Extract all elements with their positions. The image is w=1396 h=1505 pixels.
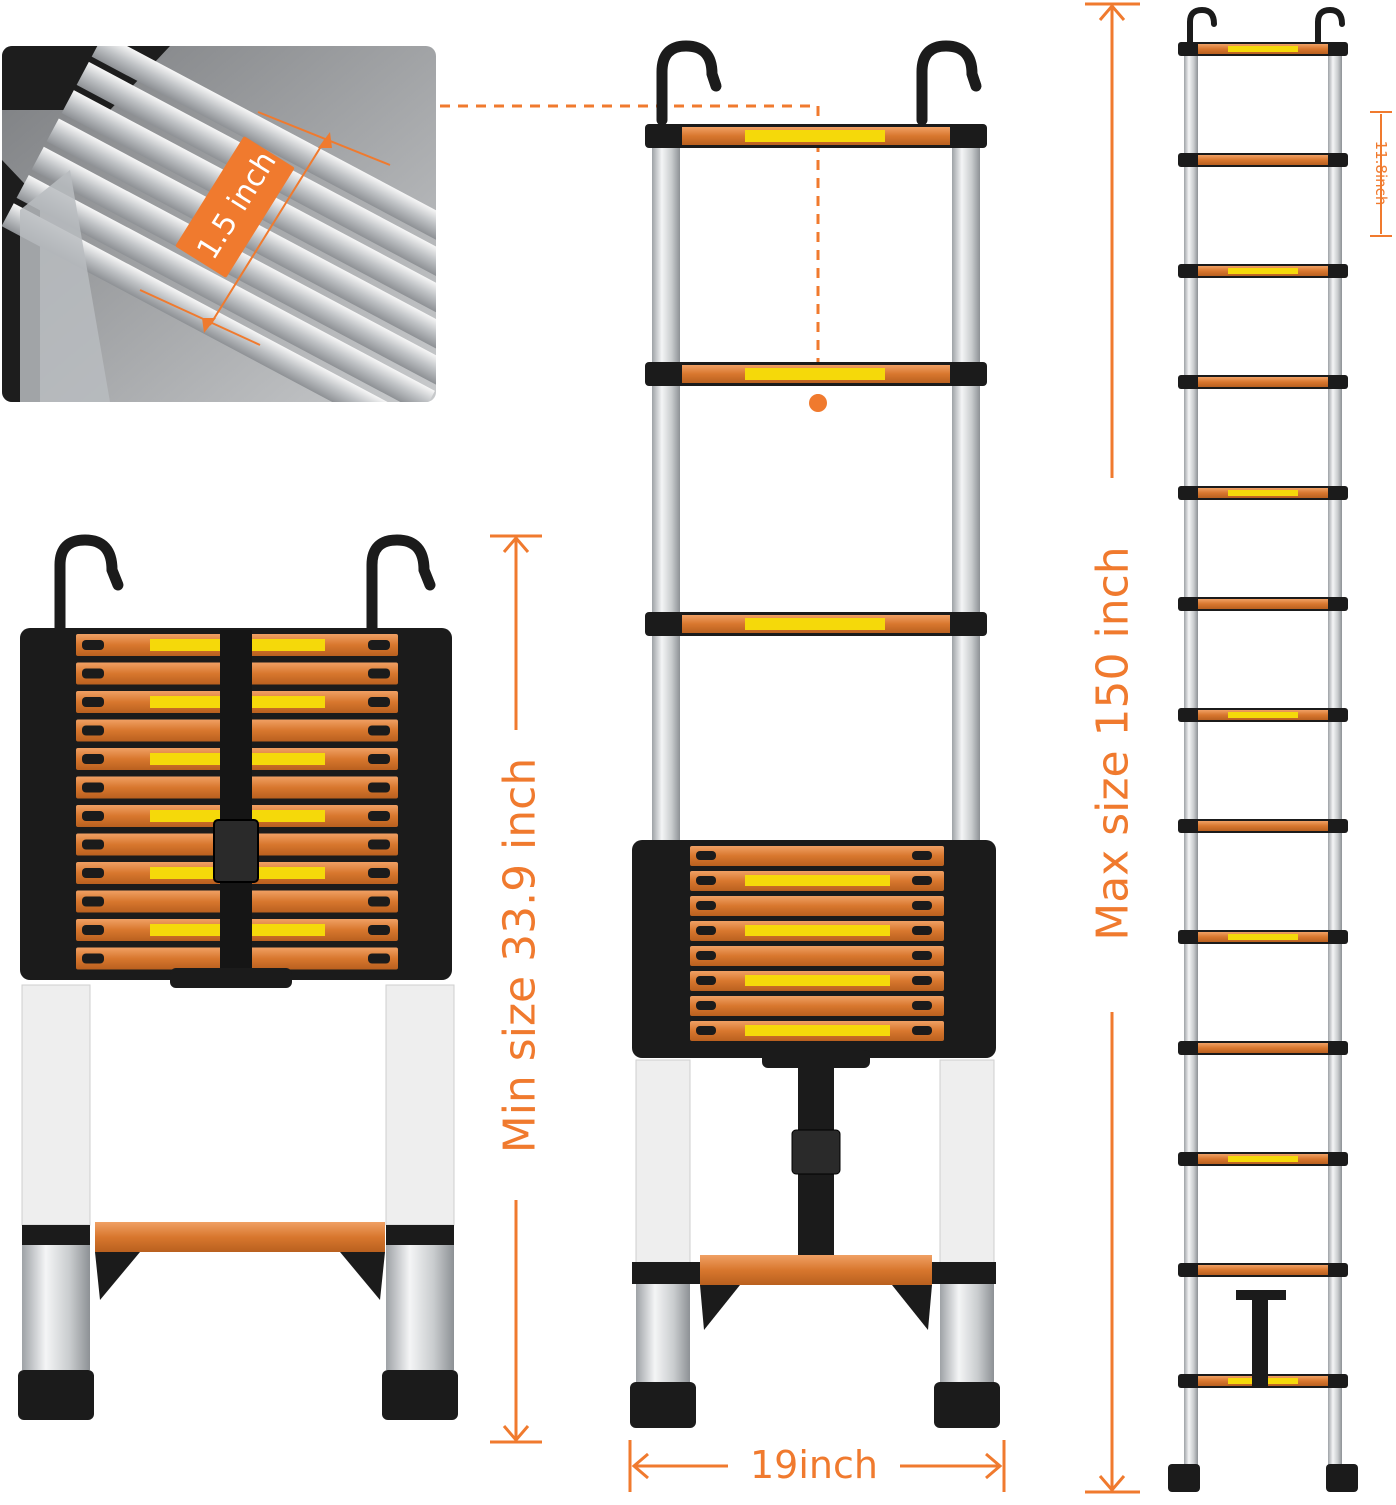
rung-closeup-inset bbox=[2, 46, 436, 402]
max-size-label: Max size 150 inch bbox=[1087, 546, 1139, 941]
width-dimension bbox=[628, 1440, 1006, 1492]
partially-extended-ladder bbox=[630, 40, 1000, 1428]
collapsed-ladder bbox=[18, 534, 458, 1420]
min-size-label: Min size 33.9 inch bbox=[494, 757, 546, 1154]
min-size-dimension bbox=[490, 534, 542, 1444]
max-size-dimension bbox=[1085, 2, 1140, 1494]
rung-spacing-dimension bbox=[1370, 111, 1392, 237]
width-label: 19inch bbox=[750, 1443, 878, 1487]
rung-spacing-label: 11.8inch bbox=[1372, 140, 1390, 206]
fully-extended-ladder bbox=[1168, 6, 1358, 1492]
